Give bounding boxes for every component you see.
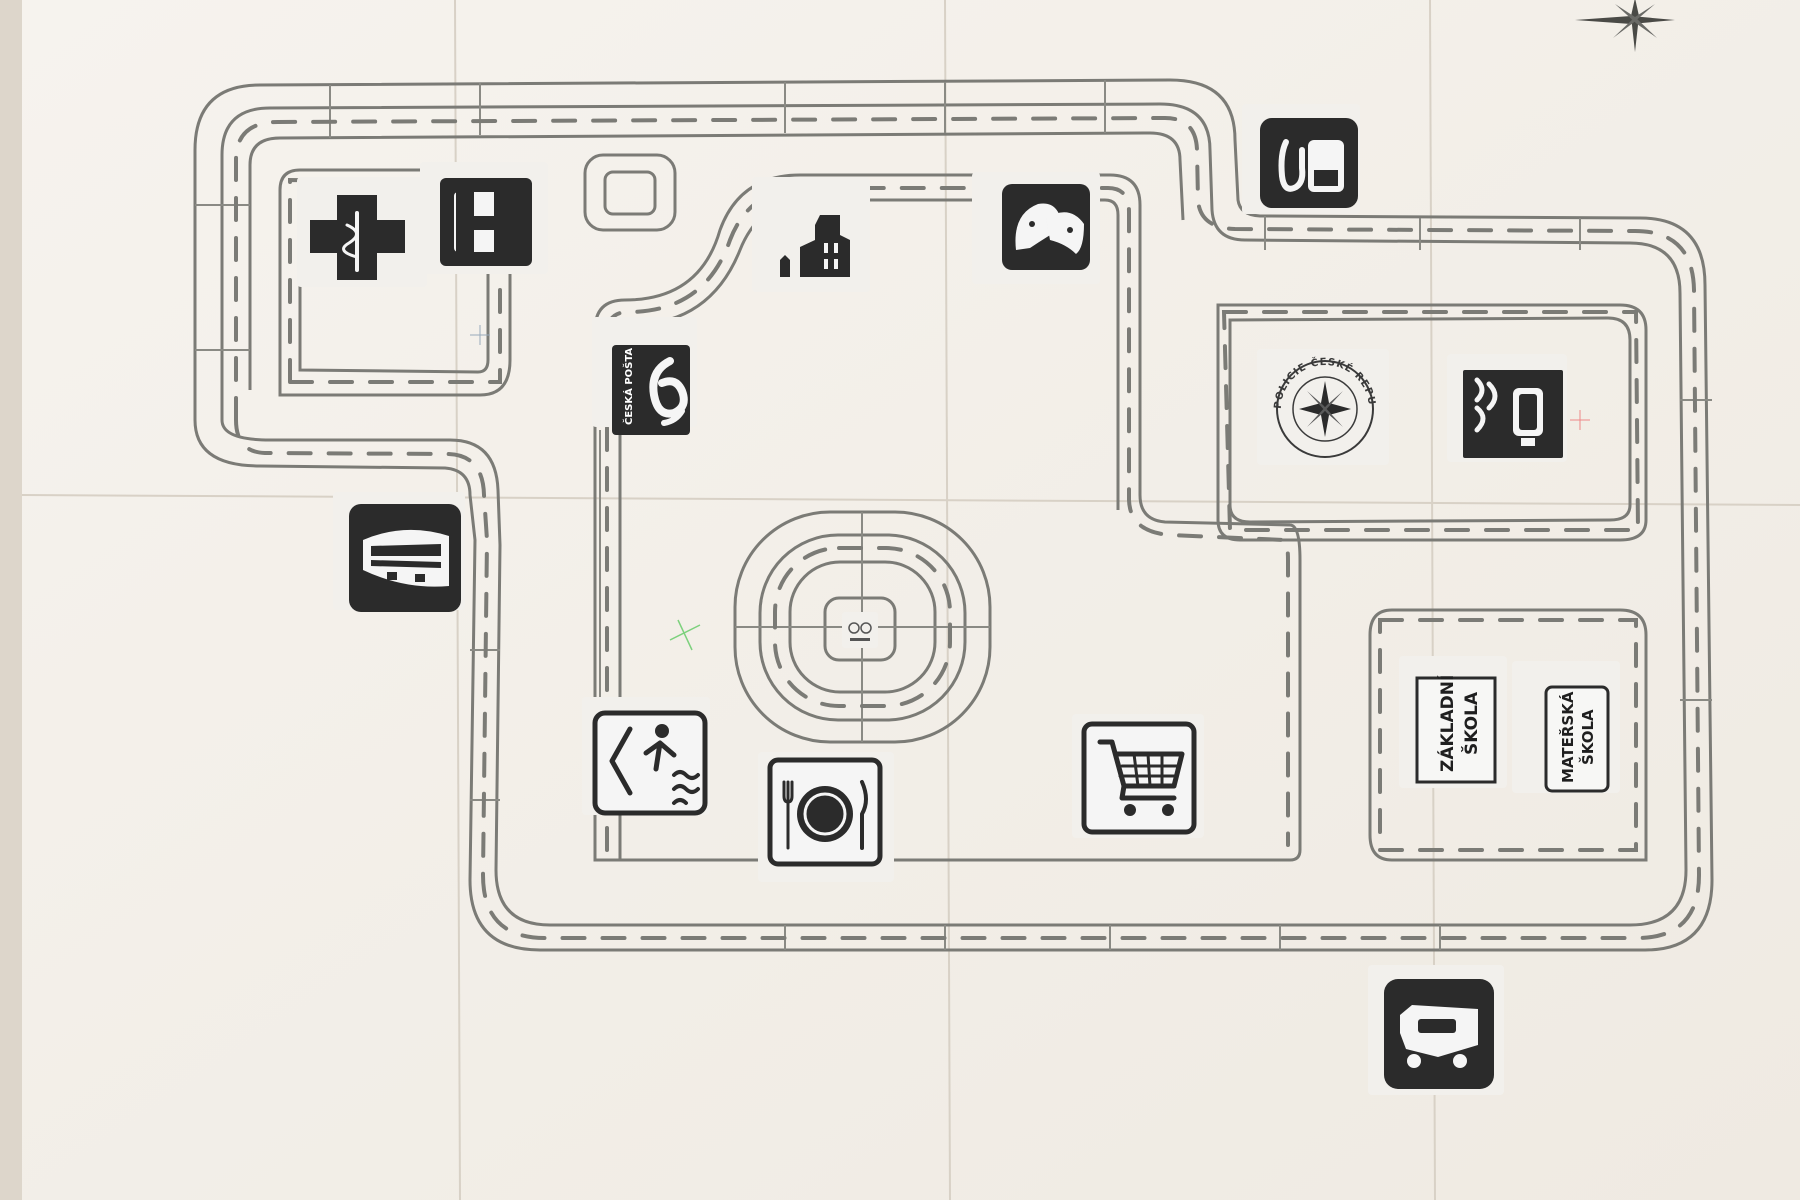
ceska-posta-logo: ČESKÁ POŠTA [592,317,697,435]
compass-rose-icon [1575,0,1675,52]
roundabout-center-logo [842,612,878,648]
hospital-h-icon [420,162,548,274]
pharmacy-cross-icon [297,177,427,287]
restaurant-icon [758,752,894,882]
materska-line2: ŠKOLA [1578,709,1597,765]
materska-skola-sign: MATEŘSKÁ ŠKOLA [1512,661,1620,793]
zakladni-line2: ŠKOLA [1460,691,1482,755]
materska-line1: MATEŘSKÁ [1558,691,1577,783]
church-icon [752,177,870,292]
train-icon [333,492,465,612]
posta-label: ČESKÁ POŠTA [622,348,635,425]
shopping-cart-icon [1072,714,1204,838]
swimming-icon [582,697,710,816]
fire-station-icon [1447,354,1567,462]
zakladni-line1: ZÁKLADNÍ [1436,675,1458,772]
zakladni-skola-sign: ZÁKLADNÍ ŠKOLA [1399,656,1507,788]
pencil-marks [470,325,1590,651]
gas-station-icon [1242,104,1360,214]
theatre-masks-icon [972,172,1100,284]
car-accident-icon [1368,965,1504,1095]
police-seal-icon: POLICIE ČESKÉ REPUBLIKY [1257,347,1389,465]
